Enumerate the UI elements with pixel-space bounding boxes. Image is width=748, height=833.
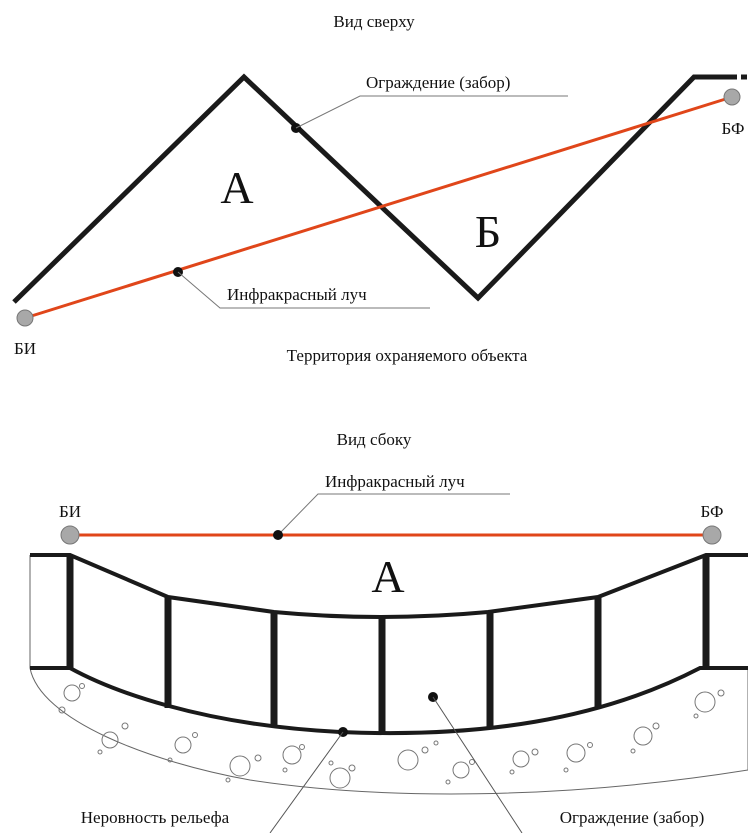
top-view: Вид сверху БИ БФ Ограждение (забор) Инфр… [12,12,748,365]
side-fence-bottom-rail [30,666,748,736]
top-beam-leader [177,271,430,309]
side-receiver-label: БФ [701,502,724,521]
side-view: Вид сбоку Инфракрасный луч БИ БФ [29,430,748,833]
top-fence-label: Ограждение (забор) [366,73,510,92]
top-receiver-device [723,88,741,106]
top-zone-b: Б [475,206,501,257]
territory-label: Территория охраняемого объекта [287,346,528,365]
side-beam-leader [277,493,510,536]
ground-outline [29,555,748,795]
terrain-leader [269,731,344,833]
side-emitter-device [60,525,80,545]
side-fence-posts [66,555,710,733]
top-receiver-label: БФ [722,119,745,138]
side-view-title: Вид сбоку [337,430,412,449]
side-emitter-label: БИ [59,502,81,521]
top-beam-label: Инфракрасный луч [227,285,367,304]
top-emitter-label: БИ [14,339,36,358]
top-fence-line [12,73,731,304]
terrain-label: Неровность рельефа [81,808,230,827]
top-ir-beam [24,95,733,320]
side-fence-leader [432,696,523,833]
top-fence-leader [295,95,568,129]
side-beam-marker [273,530,283,540]
top-emitter-device [16,309,34,327]
terrain-pebbles [58,683,725,789]
side-fence-label: Ограждение (забор) [560,808,704,827]
side-zone-a: А [371,551,404,602]
side-beam-label: Инфракрасный луч [325,472,465,491]
top-view-title: Вид сверху [333,12,415,31]
side-receiver-device [702,525,722,545]
top-zone-a: А [220,162,253,213]
